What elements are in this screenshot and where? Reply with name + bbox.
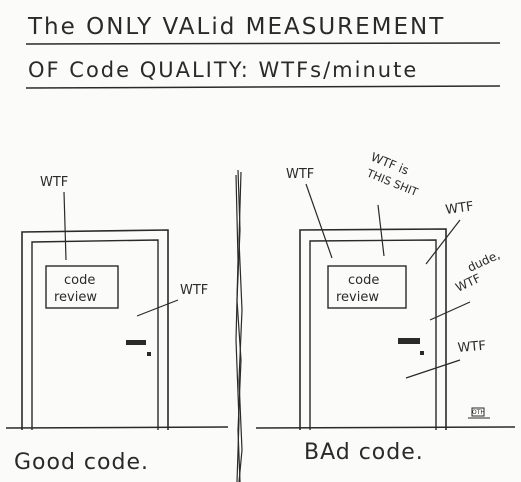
panel-divider xyxy=(235,169,243,482)
door-frame-outer xyxy=(299,228,447,430)
floor-line xyxy=(5,426,229,429)
door-sign-line-2: review xyxy=(54,290,97,305)
door-sign-line-1: code xyxy=(64,273,95,288)
wtf-pointer-line xyxy=(425,219,461,265)
wtf-bubble: WTF xyxy=(286,167,314,182)
good-code-panel xyxy=(5,191,229,430)
door-sign-line-1: code xyxy=(348,273,379,288)
door-handle xyxy=(398,338,420,344)
good-code-caption: Good code. xyxy=(14,450,149,475)
artist-signature-mark xyxy=(468,407,490,419)
door-frame-inner xyxy=(31,239,159,430)
wtf-pointer-line xyxy=(405,359,461,379)
wtf-bubble: WTF xyxy=(180,283,208,298)
wtf-bubble: WTF xyxy=(444,199,474,218)
wtf-bubble: dude, xyxy=(465,248,502,275)
wtf-pointer-line xyxy=(63,191,67,261)
door-sign xyxy=(45,265,119,309)
title-line-2: OF Code QUALITY: WTFs/minute xyxy=(28,58,419,82)
wtf-bubble: WTF xyxy=(457,339,486,356)
floor-line xyxy=(255,426,516,429)
door-sign-line-2: review xyxy=(336,290,379,305)
wtf-pointer-line xyxy=(305,183,333,259)
wtf-pointer-line xyxy=(136,299,179,317)
door-sign xyxy=(327,265,407,309)
wtf-pointer-line xyxy=(429,301,471,321)
door-frame-outer xyxy=(21,229,169,430)
keyhole xyxy=(147,352,151,356)
bad-code-caption: BAd code. xyxy=(304,440,424,465)
wtf-bubble: WTF xyxy=(453,271,483,295)
title-line-1: The ONLY VALid MEASUREMENT xyxy=(28,14,446,40)
door-frame-inner xyxy=(309,239,437,430)
title-underline-2 xyxy=(25,85,501,89)
title-underline-1 xyxy=(25,42,501,45)
artist-signature: OTH xyxy=(472,409,485,416)
wtf-bubble: WTF xyxy=(40,175,68,190)
bad-code-panel xyxy=(255,183,516,430)
keyhole xyxy=(420,351,424,355)
wtf-pointer-line xyxy=(377,204,385,257)
door-handle xyxy=(126,340,146,345)
